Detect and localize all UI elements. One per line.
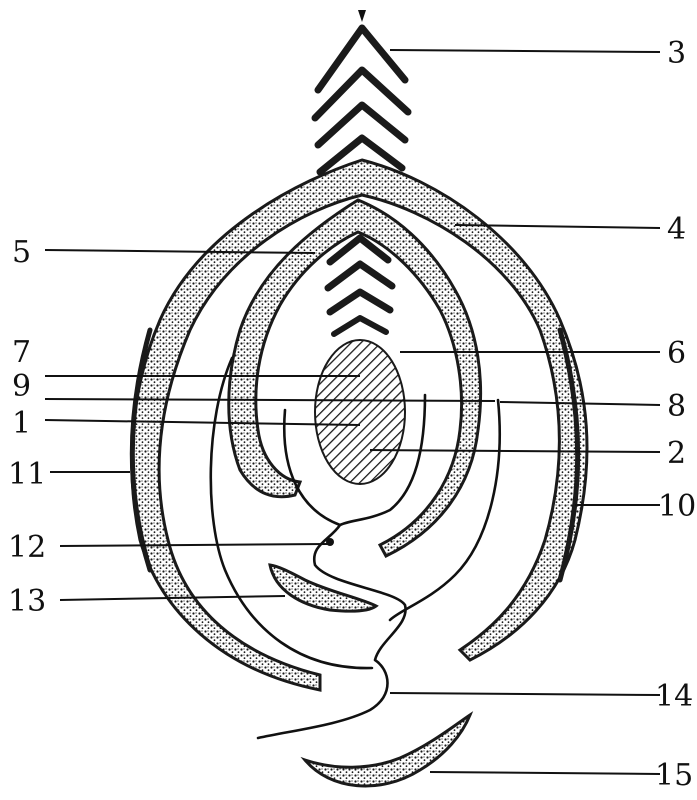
bottom-scale [305,715,470,786]
label-14: 14 [655,679,693,714]
label-8: 8 [667,389,686,424]
label-10: 10 [658,489,696,524]
growing-point [315,340,405,484]
label-9: 9 [12,369,31,404]
label-13: 13 [8,584,46,619]
label-12: 12 [8,530,46,565]
label-1: 1 [12,406,31,441]
label-15: 15 [655,758,693,793]
apical-leaf-primordia [315,10,408,172]
label-5: 5 [12,235,31,270]
label-6: 6 [667,336,686,371]
label-11: 11 [8,457,46,492]
label-7: 7 [12,335,31,370]
label-3: 3 [667,36,686,71]
label-4: 4 [667,212,686,247]
label-2: 2 [667,436,686,471]
